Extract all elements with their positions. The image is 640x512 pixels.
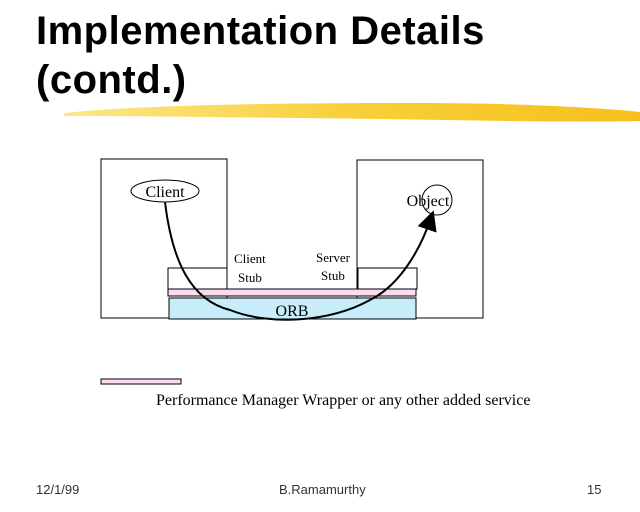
object-circle [421,184,453,216]
footer-date: 12/1/99 [36,482,80,497]
client-stub-label-1: Client [234,251,266,266]
slide-title-line2: (contd.) [36,58,187,102]
invocation-arrow [164,201,437,321]
client-label: Client [145,184,185,201]
wrapper-bar [167,288,417,297]
server-stub-label-1: Server [316,250,351,265]
server-stub-label-2: Stub [321,268,345,283]
orb-label: ORB [276,303,309,320]
highlight-stroke [64,103,640,122]
client-stub-label-2: Stub [238,270,262,285]
object-label: Object [407,193,450,210]
server-stub-box [357,267,418,290]
legend-label: Performance Manager Wrapper or any other… [156,392,531,409]
footer-author: B.Ramamurthy [279,482,366,497]
slide-title-line1: Implementation Details [36,9,485,53]
footer-page-number: 15 [587,482,602,497]
client-stub-box [167,267,228,290]
legend-swatch [100,378,182,385]
